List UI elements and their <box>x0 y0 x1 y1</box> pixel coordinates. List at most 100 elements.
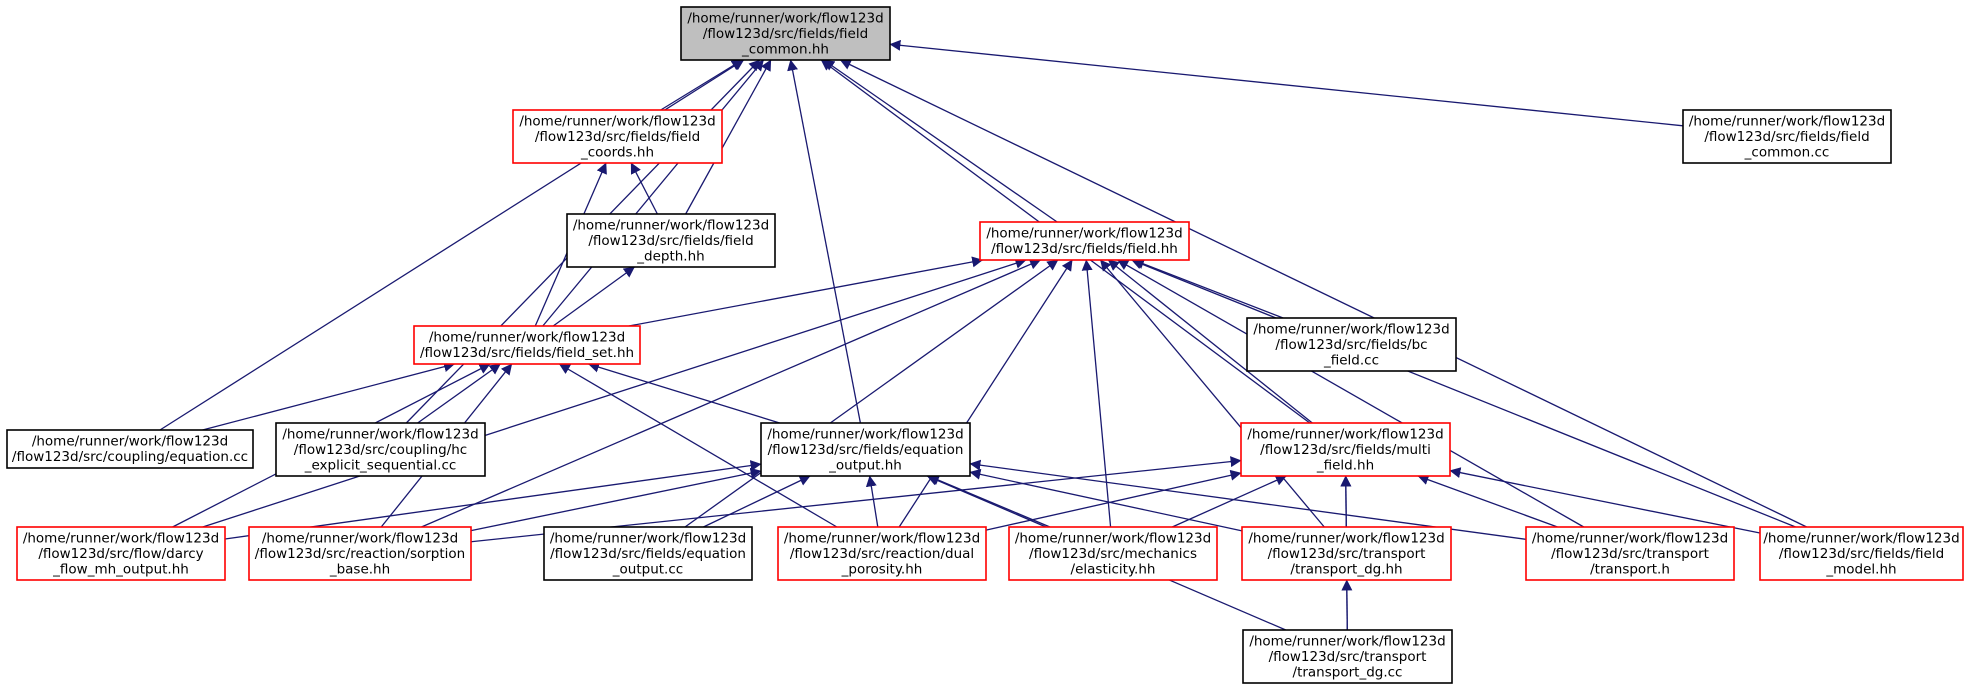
edge-field_set-to-field_hh <box>628 256 984 327</box>
edge-equation_cc-to-field_set <box>202 361 456 431</box>
node-elasticity[interactable]: /home/runner/work/flow123d/flow123d/src/… <box>1008 526 1218 581</box>
node-label-line: /flow123d/src/fields/field.hh <box>991 241 1178 257</box>
edge-dual_porosity-to-equation_output_hh <box>865 475 879 528</box>
node-label-line: /home/runner/work/flow123d <box>1763 530 1959 546</box>
node-label-line: /transport_dg.cc <box>1293 664 1403 680</box>
node-equation-cc[interactable]: /home/runner/work/flow123d/flow123d/src/… <box>6 429 254 469</box>
node-box <box>777 526 987 581</box>
node-label-line: /home/runner/work/flow123d <box>1689 113 1885 129</box>
node-label-line: /home/runner/work/flow123d <box>32 434 228 450</box>
node-label-line: _common.cc <box>1744 144 1830 160</box>
node-label-line: /home/runner/work/flow123d <box>1249 633 1445 649</box>
node-label-line: /home/runner/work/flow123d <box>262 530 458 546</box>
edge-field_model-to-field_hh <box>1131 258 1796 528</box>
node-label-line: /flow123d/src/fields/field <box>1779 546 1944 562</box>
node-label-line: /flow123d/src/fields/equation <box>550 546 746 562</box>
edge-equation_output_cc-to-equation_output_hh <box>703 475 811 528</box>
node-field-set[interactable]: /home/runner/work/flow123d/flow123d/src/… <box>413 325 641 365</box>
node-label-line: /home/runner/work/flow123d <box>282 426 478 442</box>
node-label-line: /home/runner/work/flow123d <box>986 226 1182 242</box>
node-label-line: _explicit_sequential.cc <box>304 457 457 473</box>
node-dual-porosity[interactable]: /home/runner/work/flow123d/flow123d/src/… <box>777 526 987 581</box>
edge-darcy-to-field_hh <box>202 257 1027 528</box>
node-label-line: /flow123d/src/fields/multi <box>1260 442 1431 458</box>
node-label-line: /flow123d/src/fields/field <box>535 129 700 145</box>
node-box <box>543 526 753 581</box>
node-field-model[interactable]: /home/runner/work/flow123d/flow123d/src/… <box>1759 526 1964 581</box>
node-label-line: /flow123d/src/coupling/hc <box>294 442 467 458</box>
node-label-line: /flow123d/src/transport <box>1268 546 1426 562</box>
node-transport-h[interactable]: /home/runner/work/flow123d/flow123d/src/… <box>1525 526 1735 581</box>
node-label-line: /flow123d/src/fields/equation <box>768 442 964 458</box>
node-darcy[interactable]: /home/runner/work/flow123d/flow123d/src/… <box>16 526 226 581</box>
edge-field_set-to-field_depth <box>552 266 635 327</box>
node-label-line: /home/runner/work/flow123d <box>1247 426 1443 442</box>
edge-field_model-to-multi_field <box>1449 467 1761 534</box>
node-label-line: _field.cc <box>1323 352 1379 368</box>
node-label-line: _field.hh <box>1316 457 1374 473</box>
node-label-line: /flow123d/src/fields/field <box>703 26 868 42</box>
node-field-common-cc[interactable]: /home/runner/work/flow123d/flow123d/src/… <box>1682 109 1892 164</box>
node-label-line: /transport.h <box>1590 561 1670 577</box>
edge-transport_dg_hh-to-field_hh <box>1099 259 1325 528</box>
edge-dual_porosity-to-field_set <box>558 363 838 528</box>
node-box <box>1008 526 1218 581</box>
node-equation-output-cc[interactable]: /home/runner/work/flow123d/flow123d/src/… <box>543 526 753 581</box>
node-label-line: _common.hh <box>741 41 829 57</box>
edge-transport_h-to-multi_field <box>1417 474 1558 528</box>
node-sorption[interactable]: /home/runner/work/flow123d/flow123d/src/… <box>248 526 472 581</box>
edge-elasticity-to-field_hh <box>1081 259 1112 528</box>
edge-multi_field-to-field_hh <box>1107 259 1313 424</box>
node-label-line: /home/runner/work/flow123d <box>1248 530 1444 546</box>
node-box <box>6 429 254 469</box>
node-equation-output-hh[interactable]: /home/runner/work/flow123d/flow123d/src/… <box>760 422 971 477</box>
node-bc-field[interactable]: /home/runner/work/flow123d/flow123d/src/… <box>1246 317 1457 372</box>
node-box <box>413 325 641 365</box>
node-label-line: /flow123d/src/fields/field_set.hh <box>420 345 634 361</box>
node-box <box>680 6 891 61</box>
edge-dual_porosity-to-field_hh <box>898 259 1073 528</box>
node-label-line: _model.hh <box>1825 561 1896 577</box>
node-box <box>979 221 1190 261</box>
node-hc-explicit[interactable]: /home/runner/work/flow123d/flow123d/src/… <box>275 422 486 477</box>
edge-hc_explicit-to-field_set <box>417 363 501 424</box>
node-label-line: _flow_mh_output.hh <box>52 561 189 577</box>
node-label-line: /flow123d/src/reaction/sorption <box>255 546 465 562</box>
node-transport-dg-cc[interactable]: /home/runner/work/flow123d/flow123d/src/… <box>1242 629 1453 684</box>
edge-field_hh-to-root <box>823 59 1058 223</box>
nodes-layer: /home/runner/work/flow123d/flow123d/src/… <box>6 6 1964 684</box>
node-root[interactable]: /home/runner/work/flow123d/flow123d/src/… <box>680 6 891 61</box>
edge-sorption-to-equation_output_hh <box>470 467 762 532</box>
node-label-line: /flow123d/src/transport <box>1551 546 1709 562</box>
node-box <box>1240 422 1451 477</box>
node-label-line: /home/runner/work/flow123d <box>519 113 715 129</box>
node-label-line: /home/runner/work/flow123d <box>784 530 980 546</box>
edges-layer <box>159 39 1807 631</box>
node-label-line: _output.cc <box>612 561 683 577</box>
node-label-line: /flow123d/src/flow/darcy <box>38 546 203 562</box>
node-label-line: /flow123d/src/fields/field <box>1704 129 1869 145</box>
node-box <box>1241 526 1452 581</box>
node-label-line: _depth.hh <box>636 248 704 264</box>
node-box <box>248 526 472 581</box>
node-label-line: /elasticity.hh <box>1071 561 1156 577</box>
node-box <box>275 422 486 477</box>
node-label-line: /flow123d/src/coupling/equation.cc <box>12 449 248 465</box>
node-field-coords[interactable]: /home/runner/work/flow123d/flow123d/src/… <box>512 109 723 164</box>
node-label-line: /flow123d/src/mechanics <box>1029 546 1197 562</box>
edge-field_coords-to-root <box>660 59 743 111</box>
node-transport-dg-hh[interactable]: /home/runner/work/flow123d/flow123d/src/… <box>1241 526 1452 581</box>
node-box <box>1242 629 1453 684</box>
node-label-line: _base.hh <box>329 561 390 577</box>
node-box <box>1525 526 1735 581</box>
node-label-line: /home/runner/work/flow123d <box>23 530 219 546</box>
node-label-line: /home/runner/work/flow123d <box>1015 530 1211 546</box>
edge-equation_output_hh-to-field_set <box>588 361 780 424</box>
node-field-depth[interactable]: /home/runner/work/flow123d/flow123d/src/… <box>566 213 776 268</box>
node-multi-field[interactable]: /home/runner/work/flow123d/flow123d/src/… <box>1240 422 1451 477</box>
node-label-line: /flow123d/src/fields/bc <box>1275 337 1427 353</box>
node-field-hh[interactable]: /home/runner/work/flow123d/flow123d/src/… <box>979 221 1190 261</box>
node-label-line: /home/runner/work/flow123d <box>1532 530 1728 546</box>
node-label-line: /home/runner/work/flow123d <box>1253 321 1449 337</box>
